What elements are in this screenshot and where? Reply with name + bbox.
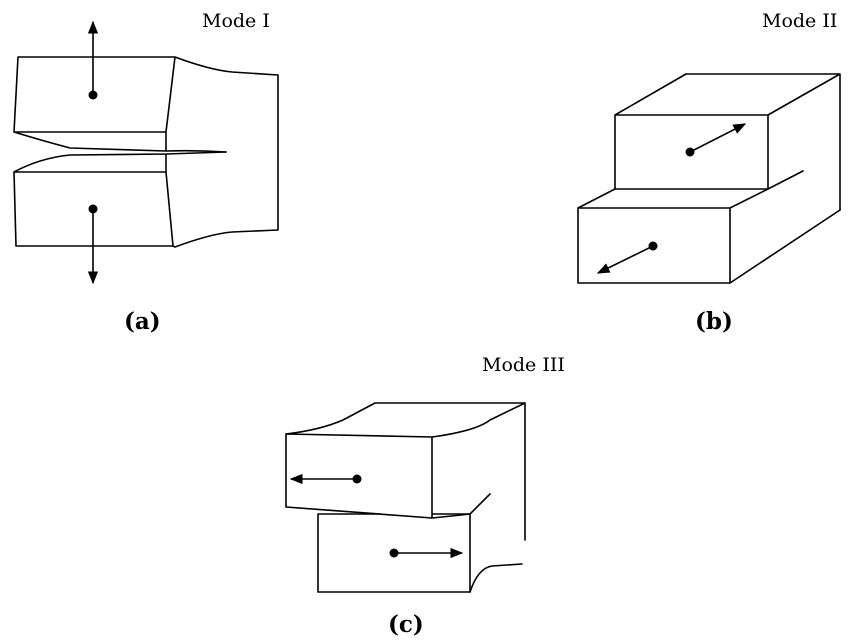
mode-ii-lower-shear-arrow [596, 245, 654, 274]
panel-b-mode-ii: Mode II (b) [577, 10, 841, 335]
mode-ii-lower-block [577, 170, 841, 284]
panel-b-label: (b) [695, 308, 733, 335]
panel-a-label: (a) [124, 308, 161, 335]
mode-ii-upper-load-point [685, 147, 695, 157]
mode-i-lower-load-point [88, 204, 98, 214]
mode-iii-upper-load-point [352, 474, 362, 484]
panel-c-mode-iii: Mode III (c) [285, 354, 565, 638]
panel-a-mode-i: Mode I (a) [13, 10, 279, 335]
mode-i-label: Mode I [202, 10, 270, 32]
mode-ii-upper-shear-arrow [689, 123, 747, 153]
mode-ii-lower-load-point [648, 241, 658, 251]
panel-c-label: (c) [388, 611, 424, 638]
mode-iii-upper-block-top [285, 402, 526, 541]
mode-iii-lower-load-point [389, 548, 399, 558]
mode-ii-upper-block [614, 73, 841, 211]
mode-iii-lower-block-back-edges [469, 493, 523, 593]
mode-i-upper-block [13, 56, 279, 248]
mode-i-upper-load-point [88, 90, 98, 100]
mode-iii-label: Mode III [482, 354, 565, 376]
mode-ii-label: Mode II [762, 10, 837, 32]
mode-i-lower-block [13, 151, 227, 247]
